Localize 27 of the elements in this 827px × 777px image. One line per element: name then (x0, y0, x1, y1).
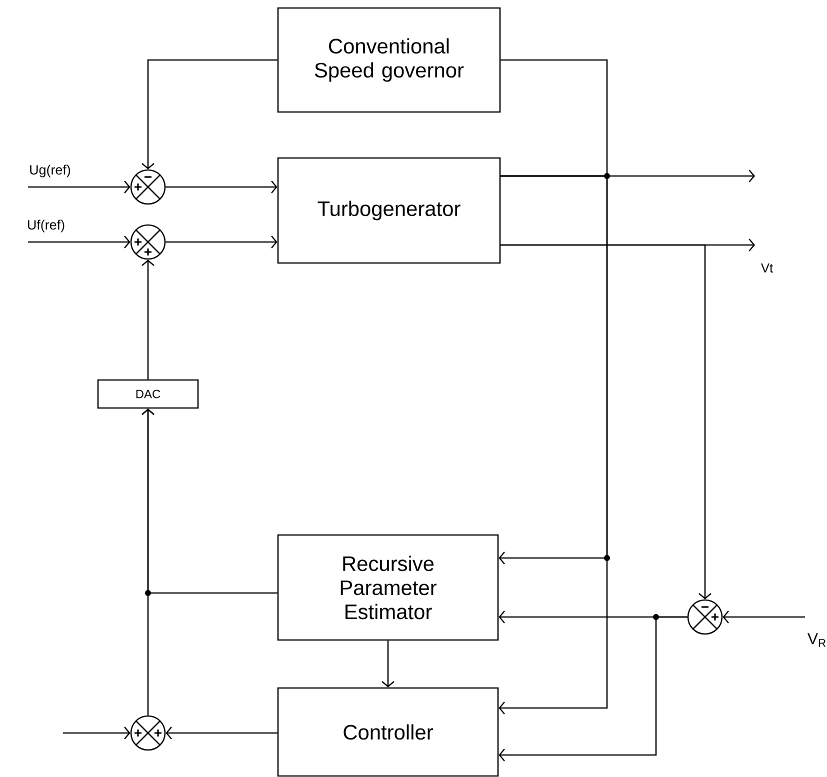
process-box: Controller (277, 687, 499, 777)
summing-junction (130, 169, 166, 205)
process-box: Conventional Speed governor (277, 7, 501, 113)
process-box: Turbogenerator (277, 157, 501, 264)
edge-label: Vt (760, 264, 774, 272)
arrow (28, 180, 130, 194)
arrow (498, 175, 608, 714)
edge-label: Ug(ref) (30, 164, 70, 178)
arrow (166, 726, 278, 740)
summing-junction (687, 599, 723, 635)
arrow (142, 59, 278, 170)
arrow (28, 236, 130, 248)
arrow (142, 260, 154, 380)
process-box: Recursive Parameter Estimator (277, 534, 499, 641)
arrow (500, 244, 712, 600)
arrow (142, 408, 278, 594)
arrow (63, 726, 130, 740)
arrow (382, 640, 394, 688)
edge-label: V$_{R}$ (807, 633, 826, 647)
process-box: DAC (97, 379, 199, 409)
summing-junction (130, 715, 166, 751)
arrow (166, 180, 278, 194)
summing-junction (130, 224, 166, 260)
edge-label: Uf(ref) (28, 220, 64, 232)
arrow (166, 236, 278, 248)
arrow (498, 616, 688, 762)
arrow (722, 610, 805, 624)
